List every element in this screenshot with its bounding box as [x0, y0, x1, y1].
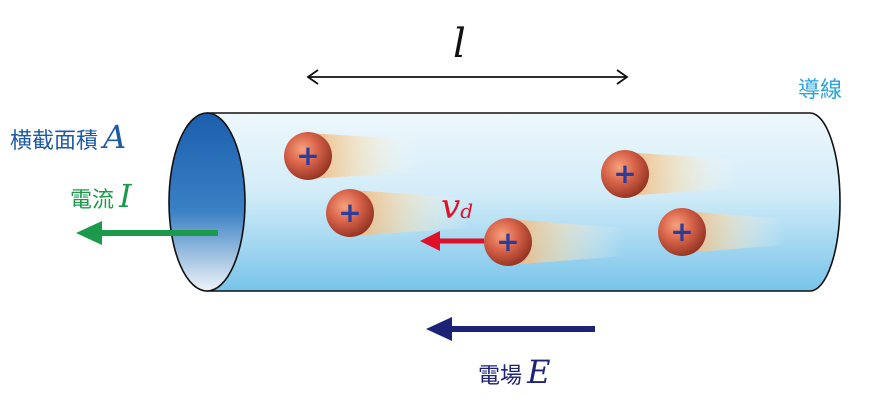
svg-text:+: +: [296, 139, 319, 172]
drift-trail: [682, 211, 785, 253]
area-label-text: 横截面積: [10, 129, 99, 154]
plus-charge-icon: +: [284, 132, 332, 180]
charges: + + + + +: [284, 132, 706, 266]
plus-charge-icon: +: [326, 189, 374, 237]
svg-text:+: +: [613, 157, 636, 190]
plus-charge-icon: +: [658, 208, 706, 256]
double-headed-arrow-icon: [306, 69, 629, 85]
svg-text:+: +: [670, 215, 693, 248]
velocity-subscript: d: [460, 199, 474, 223]
cross-section-face: [168, 112, 246, 292]
field-label-text: 電場: [478, 364, 523, 389]
velocity-label: vd: [441, 190, 473, 224]
current-label: 電流 I: [70, 180, 132, 212]
drift-trail: [308, 133, 420, 179]
svg-text:+: +: [496, 225, 519, 258]
velocity-arrow: [420, 231, 484, 251]
drift-trail: [508, 219, 625, 265]
field-symbol: E: [527, 353, 551, 391]
velocity-symbol: v: [441, 187, 461, 227]
current-label-text: 電流: [70, 188, 115, 213]
wire-label: 導線: [798, 78, 843, 103]
svg-text:+: +: [338, 196, 361, 229]
drift-trail: [350, 190, 470, 236]
length-label: l: [453, 21, 466, 67]
current-symbol: I: [119, 177, 132, 215]
area-symbol: A: [103, 118, 127, 156]
plus-charge-icon: +: [601, 150, 649, 198]
field-arrow: [426, 317, 595, 341]
field-label: 電場 E: [478, 356, 550, 388]
drift-trail: [625, 152, 740, 196]
plus-charge-icon: +: [484, 218, 532, 266]
drift-trails: [308, 133, 785, 265]
area-label: 横截面積 A: [10, 121, 126, 153]
current-arrow: [76, 221, 218, 245]
